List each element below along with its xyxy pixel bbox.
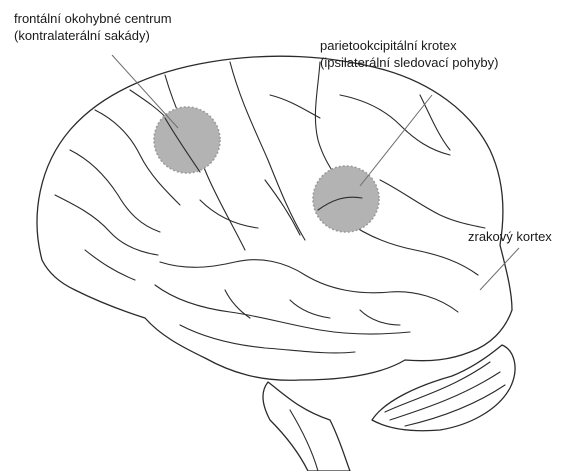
parietal-label-line2: (ipsilaterální sledovací pohyby) <box>320 54 498 71</box>
frontal-eye-field-region <box>154 107 220 173</box>
parietal-label-line1: parietookcipitální krotex <box>320 37 498 54</box>
visual-label-line1: zrakový kortex <box>468 228 552 245</box>
frontal-label-line2: (kontralaterální sakády) <box>14 27 172 44</box>
visual-cortex-label: zrakový kortex <box>468 228 552 245</box>
parieto-occipital-region <box>313 166 379 232</box>
cerebrum <box>37 56 512 380</box>
parieto-occipital-label: parietookcipitální krotex (ipsilaterální… <box>320 37 498 71</box>
frontal-eye-field-label: frontální okohybné centrum (kontralaterá… <box>14 10 172 44</box>
frontal-label-line1: frontální okohybné centrum <box>14 10 172 27</box>
brainstem <box>263 382 350 471</box>
